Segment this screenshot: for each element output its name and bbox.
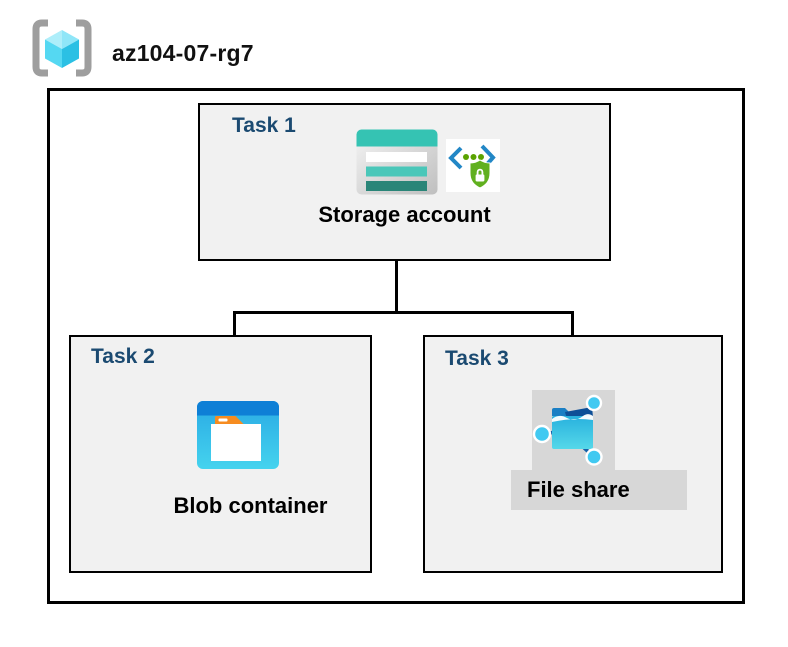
- storage-account-label: Storage account: [318, 202, 491, 227]
- storage-account-icon: [356, 129, 438, 195]
- connector-horizontal: [233, 311, 574, 314]
- file-share-label: File share: [511, 470, 687, 510]
- task2-label: Task 2: [91, 345, 155, 368]
- blob-container-label: Blob container: [173, 493, 328, 518]
- resource-group-title: az104-07-rg7: [112, 40, 254, 66]
- file-share-icon-highlight: [532, 390, 615, 470]
- blob-container-icon: [197, 401, 279, 469]
- secure-transfer-icon: [446, 139, 500, 192]
- file-share-icon: [532, 394, 603, 466]
- task1-label: Task 1: [232, 114, 296, 137]
- task2-box: Task 2 Blob container: [69, 335, 372, 573]
- task3-label: Task 3: [445, 347, 509, 370]
- resource-group-icon: [32, 19, 92, 77]
- connector-storage-stem: [395, 232, 398, 314]
- task1-box: Task 1 Storage accoun: [198, 103, 611, 261]
- task3-box: Task 3: [423, 335, 723, 573]
